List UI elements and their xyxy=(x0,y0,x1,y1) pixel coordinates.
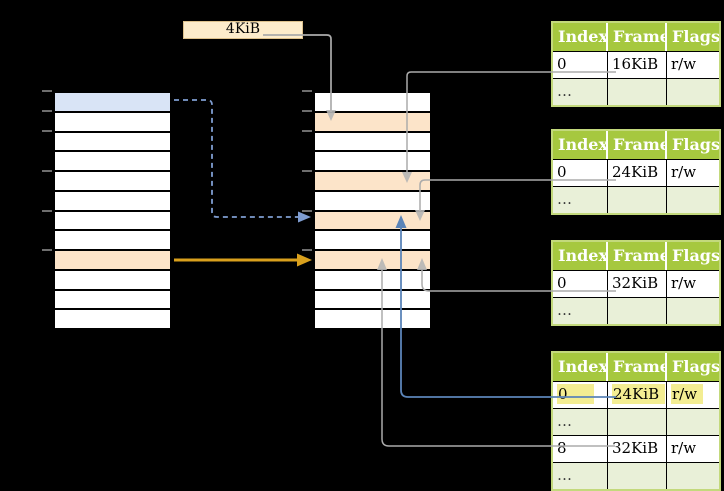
cell-frame: 32KiB xyxy=(608,435,667,462)
middle-cell-3 xyxy=(315,130,430,151)
cell-flags: r/w xyxy=(667,435,719,462)
cell-flags xyxy=(667,297,719,324)
left-cell-10 xyxy=(55,268,170,289)
table-row-ellipsis: … xyxy=(553,78,719,105)
table-row: 0 32KiB r/w xyxy=(553,270,719,297)
cell-flags: r/w xyxy=(667,51,719,78)
left-cell-11 xyxy=(55,288,170,309)
header-cell-frame: Frame xyxy=(608,353,667,381)
cell-frame xyxy=(608,408,667,435)
yellow-highlight: r/w xyxy=(671,384,704,404)
middle-cell-4 xyxy=(315,150,430,170)
cell-flags xyxy=(667,408,719,435)
middle-cell-10 xyxy=(315,268,430,289)
left-page-table-column xyxy=(53,91,172,330)
yellow-highlight: 0 xyxy=(557,384,594,404)
left-cell-6 xyxy=(55,189,170,210)
cell-frame xyxy=(608,186,667,213)
cell-index: … xyxy=(553,408,608,435)
left-cell-2 xyxy=(55,110,170,131)
frame-table-3: Index Frame Flags 0 32KiB r/w … xyxy=(551,240,721,326)
middle-cell-1 xyxy=(315,93,430,111)
cell-frame xyxy=(608,297,667,324)
left-cell-7 xyxy=(55,209,170,230)
header-cell-flags: Flags xyxy=(667,353,719,381)
cell-flags xyxy=(667,462,719,489)
arrow-left-orange-to-middle-row9 xyxy=(174,253,312,267)
frame-table-1-header: Index Frame Flags xyxy=(553,23,719,51)
frame-table-2-header: Index Frame Flags xyxy=(553,131,719,159)
middle-cell-2-orange xyxy=(315,110,430,131)
table-row-ellipsis: … xyxy=(553,186,719,213)
header-cell-frame: Frame xyxy=(608,242,667,270)
cell-index: 8 xyxy=(553,435,608,462)
cell-frame: 32KiB xyxy=(608,270,667,297)
table-row-ellipsis: … xyxy=(553,297,719,324)
header-cell-index: Index xyxy=(553,353,608,381)
header-cell-index: Index xyxy=(553,23,608,51)
table-row: 0 24KiB r/w xyxy=(553,159,719,186)
cell-flags: r/w xyxy=(667,159,719,186)
left-cell-1-blue xyxy=(55,93,170,111)
header-cell-flags: Flags xyxy=(667,242,719,270)
left-cell-9-orange xyxy=(55,249,170,269)
cell-flags: r/w xyxy=(667,381,719,408)
cell-frame: 24KiB xyxy=(608,159,667,186)
cell-index: 0 xyxy=(553,159,608,186)
left-cell-12 xyxy=(55,308,170,328)
frame-table-1: Index Frame Flags 0 16KiB r/w … xyxy=(551,21,721,107)
middle-page-table-column xyxy=(313,91,432,330)
header-cell-frame: Frame xyxy=(608,23,667,51)
left-cell-8 xyxy=(55,229,170,249)
middle-cell-6 xyxy=(315,189,430,210)
cell-index: 0 xyxy=(553,381,608,408)
header-cell-index: Index xyxy=(553,131,608,159)
cell-index: … xyxy=(553,78,608,105)
left-cell-4 xyxy=(55,150,170,170)
table-row: 8 32KiB r/w xyxy=(553,435,719,462)
cell-frame: 16KiB xyxy=(608,51,667,78)
cell-index: 0 xyxy=(553,51,608,78)
frame-table-4-header: Index Frame Flags xyxy=(553,353,719,381)
table-row-ellipsis: … xyxy=(553,408,719,435)
header-cell-frame: Frame xyxy=(608,131,667,159)
middle-cell-5-orange xyxy=(315,170,430,190)
table-row: 0 16KiB r/w xyxy=(553,51,719,78)
cell-frame: 24KiB xyxy=(608,381,667,408)
table-row-highlighted: 0 24KiB r/w xyxy=(553,381,719,408)
cell-frame xyxy=(608,78,667,105)
middle-cell-12 xyxy=(315,308,430,328)
cell-flags: r/w xyxy=(667,270,719,297)
cell-frame xyxy=(608,462,667,489)
arrow-left-blue-to-middle-row7 xyxy=(174,99,311,223)
middle-cell-8 xyxy=(315,229,430,249)
cell-index: 0 xyxy=(553,270,608,297)
cell-index: … xyxy=(553,186,608,213)
cell-flags xyxy=(667,78,719,105)
cell-index: … xyxy=(553,462,608,489)
header-cell-flags: Flags xyxy=(667,23,719,51)
yellow-highlight: 24KiB xyxy=(612,384,666,404)
frame-table-3-header: Index Frame Flags xyxy=(553,242,719,270)
middle-cell-9-orange xyxy=(315,249,430,269)
left-cell-5 xyxy=(55,170,170,190)
middle-cell-11 xyxy=(315,288,430,309)
middle-cell-7-orange xyxy=(315,209,430,230)
page-size-label: 4KiB xyxy=(183,21,303,39)
left-cell-3 xyxy=(55,130,170,151)
cell-flags xyxy=(667,186,719,213)
cell-index: … xyxy=(553,297,608,324)
header-cell-flags: Flags xyxy=(667,131,719,159)
table-row-ellipsis: … xyxy=(553,462,719,489)
frame-table-4: Index Frame Flags 0 24KiB r/w … 8 32KiB … xyxy=(551,351,721,491)
header-cell-index: Index xyxy=(553,242,608,270)
frame-table-2: Index Frame Flags 0 24KiB r/w … xyxy=(551,129,721,215)
